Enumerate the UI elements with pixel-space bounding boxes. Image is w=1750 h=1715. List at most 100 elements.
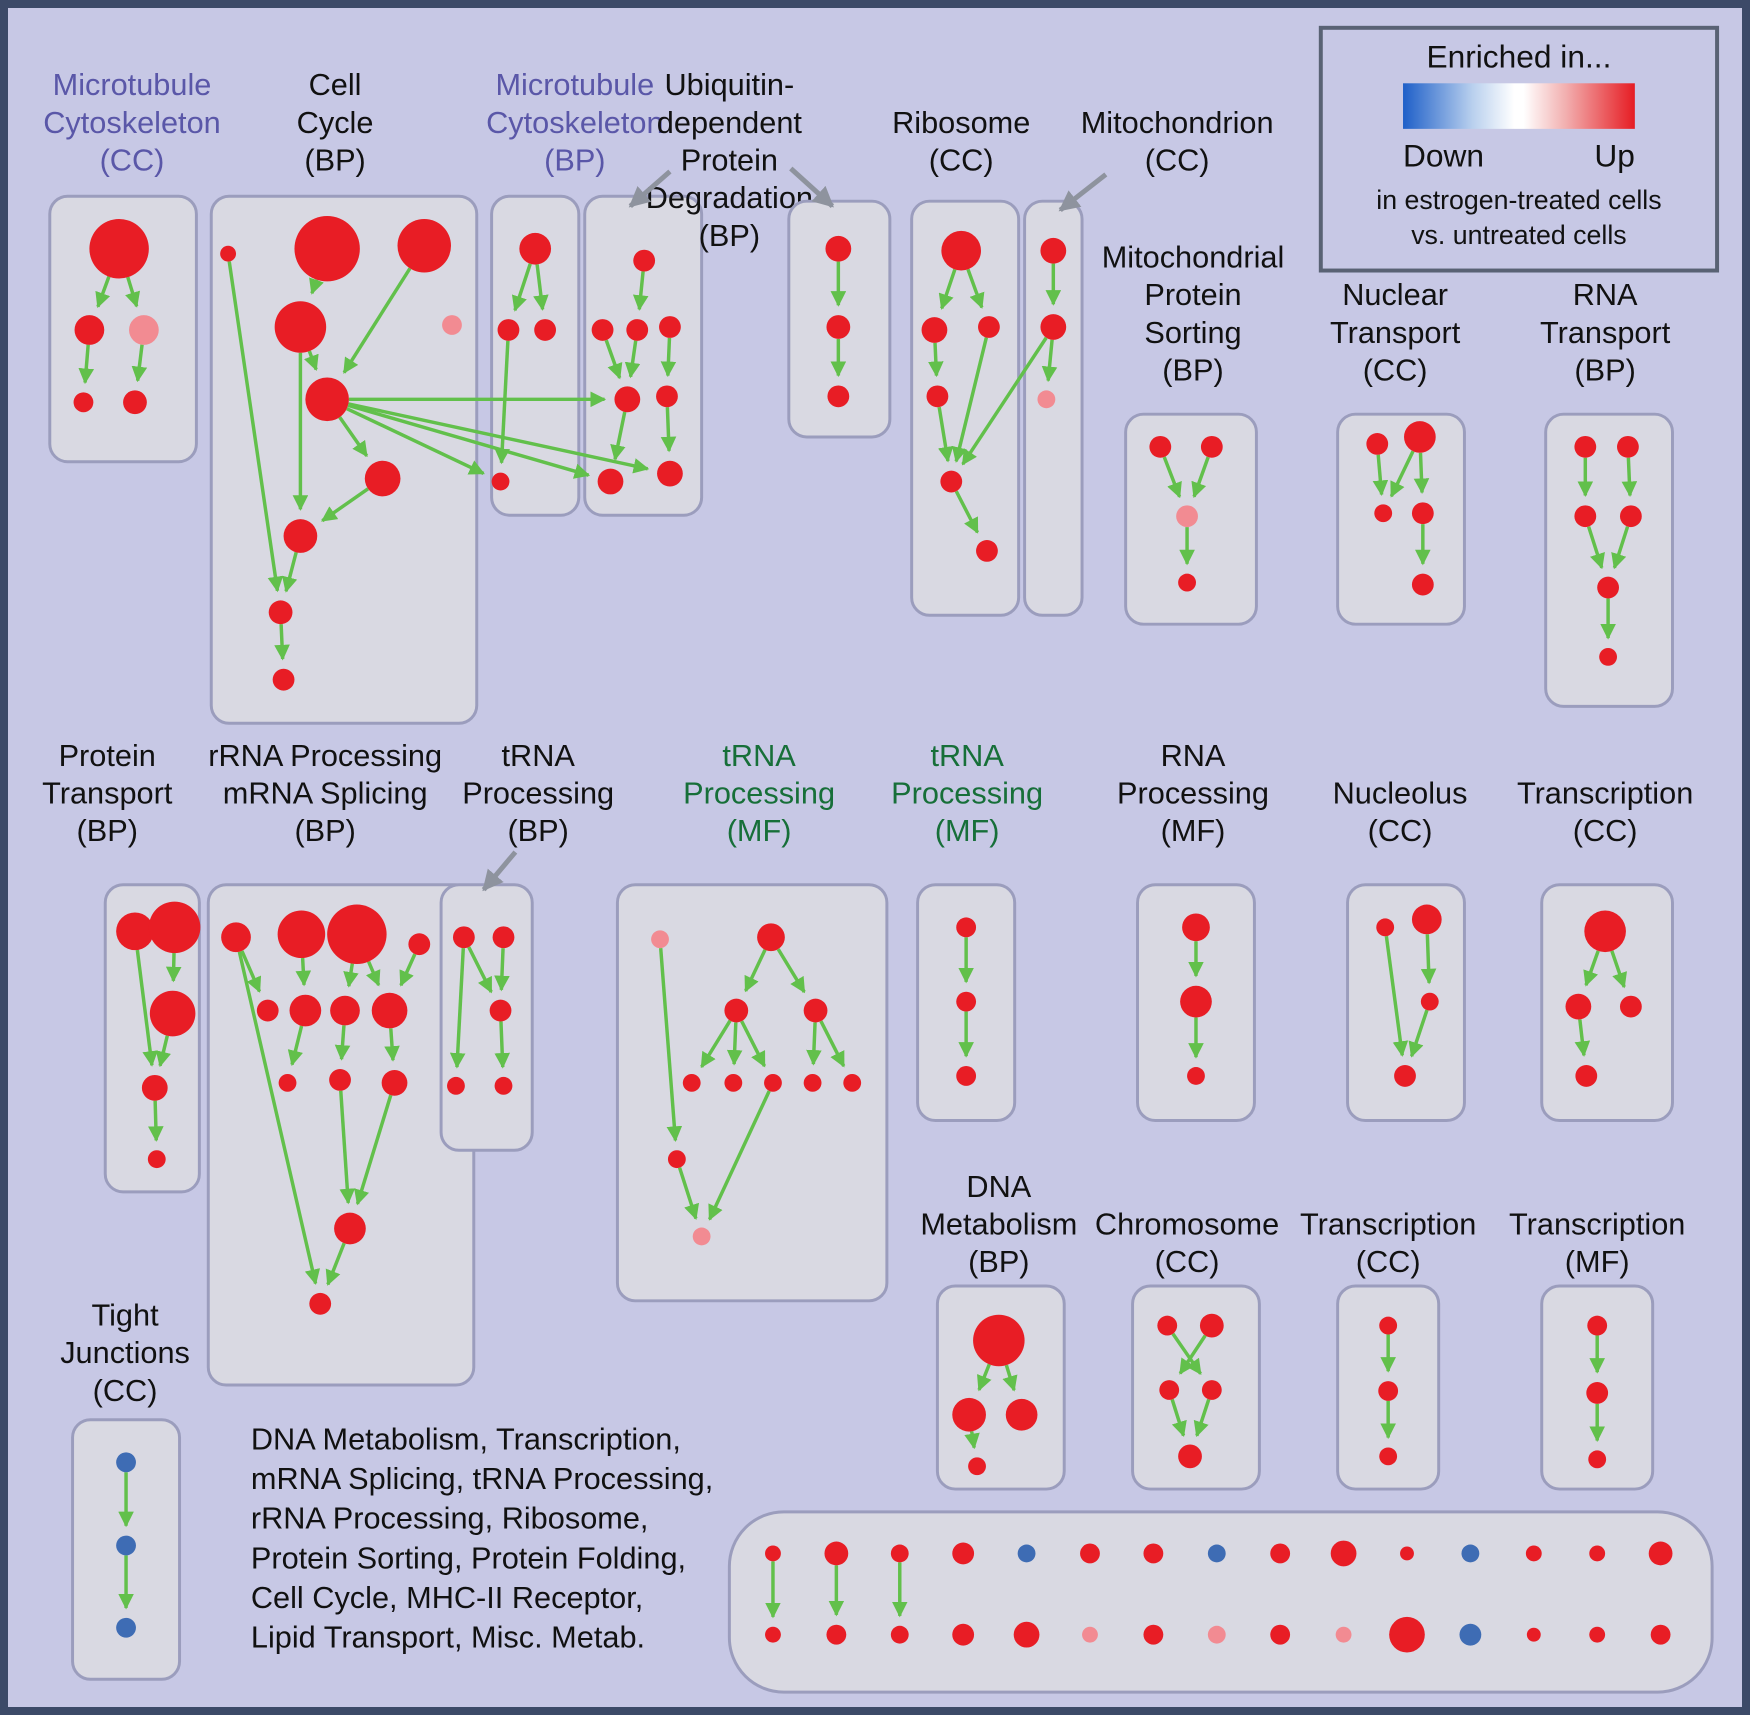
cluster-label-line: (CC) (1145, 142, 1210, 177)
cluster-label-line: Sorting (1144, 315, 1241, 350)
legend: Enriched in... Down Up in estrogen-treat… (1318, 25, 1720, 273)
cluster-label-line: (CC) (929, 142, 994, 177)
go-term-node (1180, 985, 1212, 1018)
go-term-node (1149, 435, 1172, 458)
go-term-node (492, 926, 515, 949)
go-term-node (968, 1457, 986, 1476)
edge-arrow (148, 1100, 164, 1142)
cluster-box (206, 883, 476, 1387)
go-term-node (74, 315, 105, 345)
edge-arrow (354, 1094, 393, 1206)
cluster-transcription-mf: Transcription(MF) (1509, 1206, 1685, 1491)
cluster-label-line: Microtubule (495, 67, 654, 102)
go-term-node (141, 1074, 168, 1101)
go-term-node (803, 1073, 822, 1092)
edge-arrow (237, 951, 321, 1286)
go-term-node (657, 460, 683, 487)
go-term-node (220, 245, 237, 262)
legend-gradient-bar (1403, 83, 1635, 129)
edge-arrow (964, 1431, 980, 1450)
cluster-box (1336, 412, 1466, 626)
go-term-node (1270, 1543, 1291, 1564)
go-term-node (682, 1073, 701, 1092)
go-term-node (452, 926, 475, 949)
edge-arrow (1610, 950, 1627, 989)
cluster-label-line: (BP) (1574, 352, 1635, 387)
cluster-label-line: mRNA Splicing (223, 776, 428, 811)
note-line: Cell Cycle, MHC-II Receptor, (251, 1580, 643, 1615)
edge-arrow (1384, 935, 1409, 1057)
go-term-node (116, 1535, 136, 1556)
callout-arrow (481, 850, 518, 892)
cluster-box (1346, 883, 1466, 1123)
go-term-node (1037, 390, 1056, 409)
go-term-node (1459, 1623, 1482, 1646)
go-term-node (597, 468, 624, 495)
cluster-label-line: Junctions (60, 1335, 190, 1370)
cluster-label-line: (BP) (1162, 352, 1223, 387)
note-line: mRNA Splicing, tRNA Processing, (251, 1461, 713, 1496)
edge-arrow (744, 949, 767, 993)
edge-arrow (227, 261, 284, 593)
edge-arrow (1162, 456, 1182, 499)
go-term-node (1040, 314, 1067, 340)
edge-arrow (1002, 1364, 1018, 1392)
go-term-node (268, 600, 293, 625)
go-term-node (1159, 1380, 1180, 1400)
cluster-label-line: Cytoskeleton (486, 105, 664, 140)
go-term-node (1182, 913, 1210, 942)
edge-arrow (95, 276, 111, 309)
go-term-node (1574, 505, 1597, 528)
go-term-node (221, 922, 251, 953)
go-term-node (494, 1076, 513, 1095)
misc-categories-note: DNA Metabolism, Transcription,mRNA Splic… (251, 1421, 713, 1654)
go-term-node (123, 390, 147, 415)
cluster-label-line: Protein (59, 738, 156, 773)
edge-arrow (343, 963, 359, 988)
cluster-label-line: Tight (91, 1298, 159, 1333)
go-term-node (329, 1069, 351, 1091)
go-term-node (116, 1617, 136, 1638)
go-term-node (371, 992, 408, 1029)
go-term-node (692, 1227, 711, 1246)
cluster-box (1540, 883, 1674, 1123)
cluster-label-line: Mitochondrial (1102, 240, 1285, 275)
edge-arrow (677, 1167, 700, 1220)
go-term-node (1574, 435, 1597, 458)
go-term-node (1040, 237, 1067, 264)
go-term-node (1420, 992, 1439, 1011)
cluster-chromosome: Chromosome(CC) (1095, 1206, 1279, 1491)
go-term-node (956, 917, 977, 938)
cluster-transcription-cc-bottom: Transcription(CC) (1300, 1206, 1476, 1491)
go-term-node (1586, 1382, 1609, 1404)
cluster-label-line: Degradation (646, 180, 813, 215)
cluster-ribosome-cc: Ribosome(CC) (892, 105, 1030, 617)
go-term-node (614, 386, 641, 413)
edge-arrow (928, 342, 944, 378)
go-term-node (116, 912, 154, 951)
callout-arrow (789, 166, 835, 208)
go-term-node (1588, 1450, 1607, 1469)
go-term-node (381, 1069, 408, 1096)
go-term-node (626, 319, 649, 341)
go-term-node (659, 316, 681, 338)
go-term-node (1599, 647, 1618, 666)
go-term-node (591, 319, 614, 341)
edge-arrow (449, 948, 466, 1069)
go-term-node (1648, 1541, 1673, 1566)
go-term-node (1005, 1398, 1038, 1431)
go-term-node (978, 316, 1000, 338)
go-term-node (147, 1150, 166, 1169)
cluster-label-line: rRNA Processing (208, 738, 442, 773)
go-term-node (724, 1073, 743, 1092)
cluster-label-line: (BP) (507, 813, 568, 848)
edge-arrow (1193, 1398, 1211, 1438)
cluster-misc (727, 1510, 1714, 1694)
cluster-label-line: (CC) (1356, 1244, 1421, 1279)
cluster-box (1023, 199, 1084, 617)
edge-arrow (321, 487, 370, 523)
